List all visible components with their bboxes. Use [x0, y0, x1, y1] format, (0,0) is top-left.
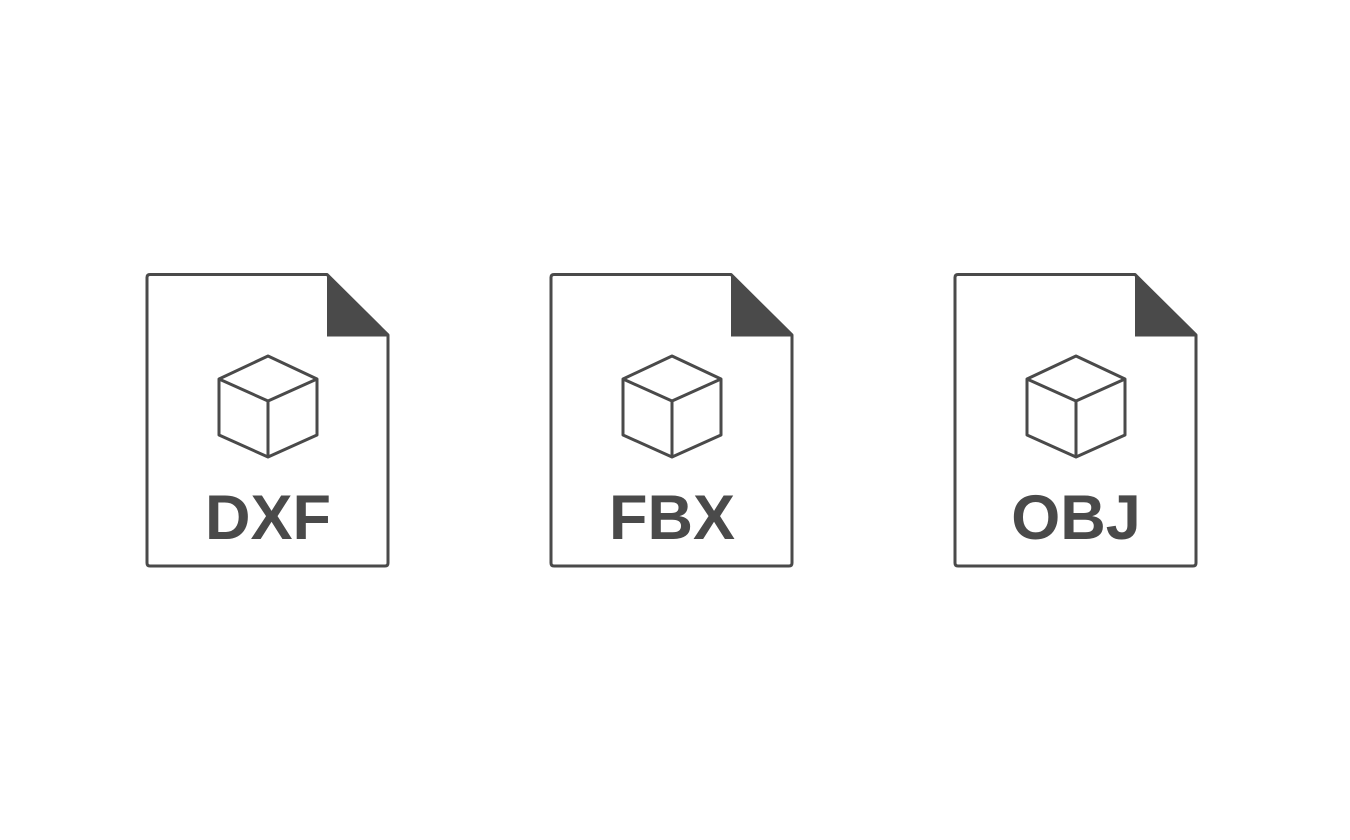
file-type-label: FBX	[609, 483, 735, 553]
folded-corner-icon	[1135, 274, 1197, 337]
file-type-label: OBJ	[1011, 483, 1141, 553]
cube-icon	[217, 354, 319, 459]
fbx-file-icon: FBX	[549, 271, 795, 568]
cube-icon	[1025, 354, 1127, 459]
file-type-label: DXF	[205, 483, 331, 553]
folded-corner-icon	[327, 274, 389, 337]
cube-icon	[621, 354, 723, 459]
folded-corner-icon	[731, 274, 793, 337]
dxf-file-icon: DXF	[145, 271, 391, 568]
obj-file-icon: OBJ	[953, 271, 1199, 568]
